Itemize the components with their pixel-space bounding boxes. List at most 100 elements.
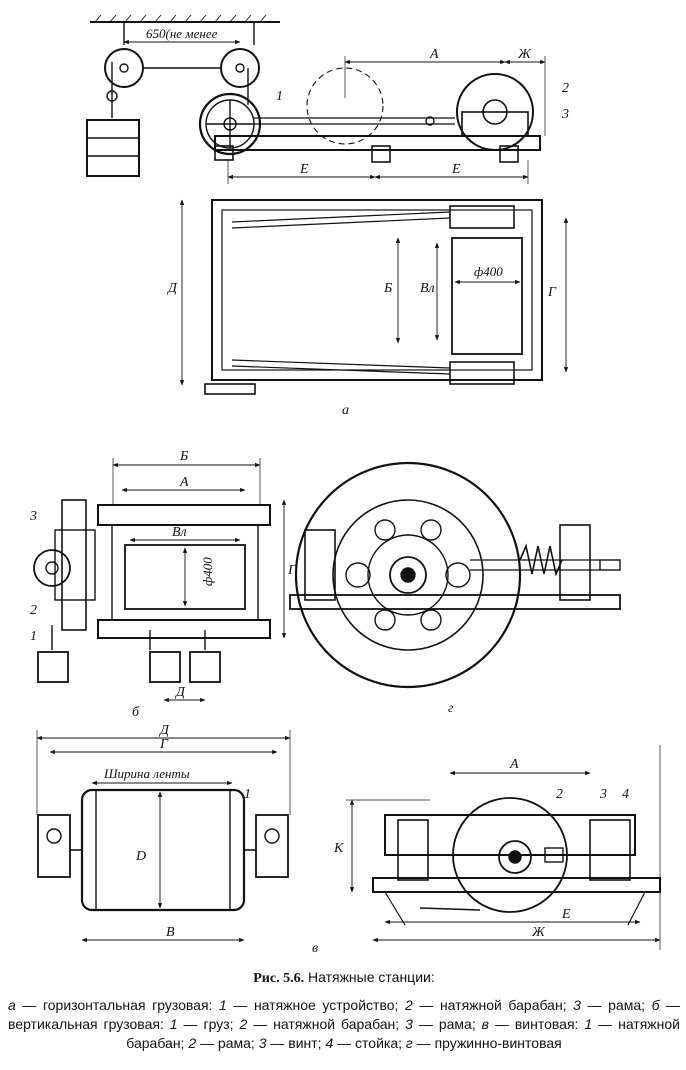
caption-v-3: 3 <box>258 1035 267 1051</box>
fig-b-weight-left <box>37 651 69 683</box>
fig-v-belt-width: Ширина ленты <box>103 766 190 781</box>
figure-v-screw-frame <box>346 745 661 950</box>
caption-a-3: 3 <box>573 997 581 1013</box>
caption-a-text: — горизонтальная грузовая: <box>15 997 219 1013</box>
caption-a-1-text: — натяжное устройство; <box>226 997 405 1013</box>
caption-title: Рис. 5.6. Натяжные станции: <box>8 968 680 988</box>
fig-a-dim-G: Г <box>547 285 557 300</box>
figure-b-vertical-gravity <box>33 458 287 703</box>
figure-v-labels: Д Г Ширина ленты 1 D В в <box>103 723 318 956</box>
fig-a-callout-1: 1 <box>276 89 283 104</box>
fig-a-dim-E1: Е <box>299 162 309 177</box>
caption-b-letter: б <box>651 997 660 1013</box>
fig-v2-callout-2: 2 <box>556 787 563 802</box>
figure-caption: Рис. 5.6. Натяжные станции: а — горизонт… <box>8 968 680 1053</box>
caption-a-2-text: — натяжной барабан; <box>412 997 574 1013</box>
caption-v-4-text: — стойка; <box>333 1035 406 1051</box>
fig-g-frame-bar <box>289 594 621 610</box>
fig-b-phi400: ф400 <box>200 557 215 586</box>
fig-a-dim-E2: Е <box>451 162 461 177</box>
caption-b-1: 1 <box>169 1016 178 1032</box>
fig-b-weight-mid <box>149 651 181 683</box>
fig-b-dim-D: Д <box>174 685 186 700</box>
fig-v2-dim-K: К <box>333 841 344 856</box>
fig-a-dim-650: 650(не менее <box>146 26 218 41</box>
fig-a-phi400: ф400 <box>474 264 503 279</box>
caption-v-4: 4 <box>325 1035 334 1051</box>
caption-b-3: 3 <box>405 1016 413 1032</box>
fig-b-dim-Vl: Вл <box>172 525 187 540</box>
caption-v-text: — винтовая: <box>488 1016 585 1032</box>
fig-a-dim-A: А <box>429 47 439 62</box>
caption-a-letter: а <box>8 997 16 1013</box>
fig-v2-frame <box>384 814 636 856</box>
fig-b-drum <box>124 544 246 610</box>
fig-v2-callout-3: 3 <box>599 787 607 802</box>
caption-title-text: Натяжные станции: <box>307 969 435 985</box>
upper-pulley-right <box>220 48 260 88</box>
fig-a-callout-2: 2 <box>562 81 569 96</box>
fig-b-callout-2: 2 <box>30 603 37 618</box>
caption-a-3-text: — рама; <box>580 997 652 1013</box>
caption-v-letter: в <box>481 1016 489 1032</box>
counterweight <box>86 119 140 177</box>
fig-a-panel-letter: а <box>342 403 349 418</box>
fig-b-frame-top <box>97 504 271 526</box>
figure-v2-labels: А 2 3 4 К Е Ж <box>333 757 629 940</box>
fig-v2-drum <box>452 797 568 913</box>
fig-v-dim-B: В <box>166 925 175 940</box>
fig-v-callout-1: 1 <box>244 787 251 802</box>
fig-b-dim-A: А <box>179 475 189 490</box>
figure-a-horizontal-gravity <box>86 14 569 395</box>
fig-a-callout-3: 3 <box>561 107 569 122</box>
fig-b-callout-1: 1 <box>30 629 37 644</box>
caption-v-1-text: — натяжной барабан; <box>126 1016 680 1051</box>
fig-v-drum <box>80 788 246 912</box>
fig-b-dim-B: Б <box>179 449 188 464</box>
fig-a-dim-B: Б <box>383 281 392 296</box>
caption-g-text: — пружинно-винтовая <box>412 1035 562 1051</box>
fig-b-weight-right <box>189 651 221 683</box>
caption-b-3-text: — рама; <box>412 1016 482 1032</box>
fig-b-side-drum <box>54 529 96 601</box>
fig-g-wheel-outer <box>294 461 522 689</box>
caption-a-1: 1 <box>219 997 227 1013</box>
caption-v-1: 1 <box>584 1016 593 1032</box>
fig-b-dim-G: Г <box>287 563 297 578</box>
caption-legend: а — горизонтальная грузовая: 1 — натяжно… <box>8 996 680 1053</box>
fig-v2-dim-Zh: Ж <box>531 925 546 940</box>
fig-v-dim-G: Г <box>159 737 169 752</box>
drum-alt-position <box>306 67 384 145</box>
caption-b-1-text: — груз; <box>177 1016 240 1032</box>
fig-a-dim-Zh: Ж <box>517 47 532 62</box>
fig-b-callout-3: 3 <box>29 509 37 524</box>
drum-plan-view <box>451 237 523 355</box>
figure-a-labels: 650(не менее А Ж 1 2 3 Е Е Д Б Вл ф400 Г… <box>146 26 569 418</box>
caption-b-2: 2 <box>239 1016 248 1032</box>
caption-v-2-text: — рама; <box>196 1035 259 1051</box>
caption-b-text: — вертикальная грузовая: <box>8 997 681 1032</box>
ceiling-hatch <box>90 14 280 23</box>
fig-v-diameter: D <box>135 849 146 864</box>
fig-a-dim-D: Д <box>166 281 178 296</box>
frame-plan-view <box>211 199 543 381</box>
fig-v2-dim-A: А <box>509 757 519 772</box>
fig-b-frame-bottom <box>97 619 271 639</box>
fig-b-panel-letter: б <box>132 705 140 720</box>
fig-v-dim-D: Д <box>158 723 170 738</box>
caption-v-2: 2 <box>188 1035 197 1051</box>
fig-v2-dim-E: Е <box>561 907 571 922</box>
caption-a-2: 2 <box>405 997 413 1013</box>
caption-v-3-text: — винт; <box>266 1035 326 1051</box>
frame-side-view <box>214 135 541 151</box>
tension-drum <box>456 73 534 151</box>
caption-b-2-text: — натяжной барабан; <box>247 1016 406 1032</box>
fig-v-panel-letter: в <box>312 941 318 956</box>
figure-b-labels: Б А Вл ф400 Г Д 3 2 1 б <box>29 449 297 720</box>
fig-a-dim-Vl: Вл <box>420 281 435 296</box>
figure-v-screw-drum <box>36 730 291 943</box>
upper-pulley-left <box>104 48 144 88</box>
fig-v2-callout-4: 4 <box>622 787 629 802</box>
fig-g-panel-letter: г <box>448 701 454 716</box>
